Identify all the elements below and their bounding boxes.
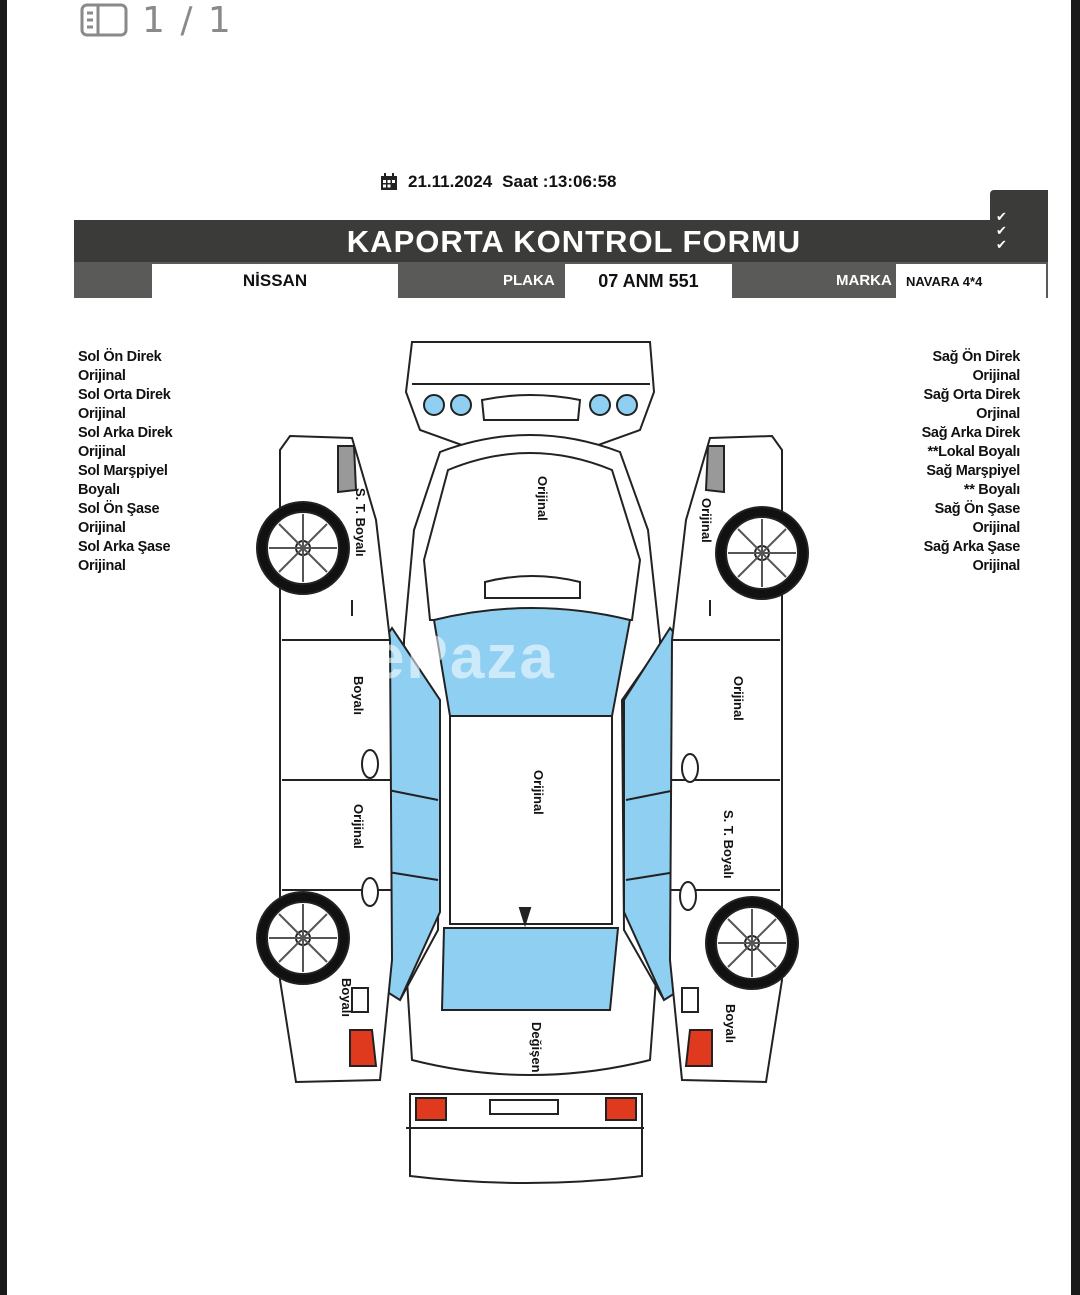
right-front-door-label: Orijinal [731, 676, 746, 721]
car-top-view [383, 434, 681, 1076]
left-side-list: Sol Ön Direk Orijinal Sol Orta Direk Ori… [78, 348, 173, 576]
viewer-toolbar: 1 / 1 [80, 0, 233, 41]
list-item: Sağ Ön Direk [932, 349, 1021, 365]
car-rear-view [406, 1093, 644, 1184]
page-counter: 1 / 1 [142, 0, 233, 41]
list-item: Sağ Ön Şase [934, 501, 1021, 517]
headlight-left [423, 394, 472, 416]
list-item: Orijinal [78, 558, 126, 574]
watermark: ePaza [370, 623, 556, 692]
right-rear-fender-label: Boyalı [723, 1004, 738, 1043]
windshield-glass [432, 607, 632, 717]
list-item: Sol Arka Şase [78, 539, 171, 555]
hood-label: Orijinal [535, 476, 550, 521]
plate-label: PLAKA [503, 272, 555, 289]
headlight-right [589, 394, 638, 416]
list-item: ** Boyalı [963, 482, 1020, 498]
right-front-fender-label: Orijinal [699, 498, 714, 543]
header-band [74, 220, 992, 268]
form-title: KAPORTA KONTROL FORMU [346, 224, 802, 259]
list-item: Orijinal [972, 558, 1020, 574]
car-body-diagram: Orijinal Orijinal Değişen S. T. Boyalı B… [256, 341, 809, 1184]
list-item: Sol Orta Direk [78, 387, 171, 403]
list-item: Sağ Arka Şase [923, 539, 1021, 555]
header-notch [990, 190, 1048, 268]
wheel-icon [705, 896, 799, 990]
list-item: Sağ Marşpiyel [926, 463, 1020, 479]
list-item: Sol Marşpiyel [78, 463, 168, 479]
viewer-left-edge [0, 0, 7, 1295]
list-item: Orijinal [972, 520, 1020, 536]
list-item: Orijinal [78, 520, 126, 536]
left-rear-door-label: Orijinal [351, 804, 366, 849]
model-value: NAVARA 4*4 [896, 264, 1046, 298]
list-item: Sağ Arka Direk [921, 425, 1021, 441]
left-front-door-label: Boyalı [351, 676, 366, 715]
plate-value: 07 ANM 551 [565, 264, 732, 298]
wheel-icon [256, 891, 350, 985]
check-icon: ✔ [996, 237, 1007, 252]
list-item: **Lokal Boyalı [927, 444, 1021, 460]
list-item: Orijinal [78, 368, 126, 384]
list-item: Sol Ön Direk [78, 349, 162, 365]
list-item: Orijinal [972, 368, 1020, 384]
sidebar-toggle-icon[interactable] [80, 3, 128, 37]
list-item: Orjinal [976, 406, 1020, 422]
viewer-right-edge [1071, 0, 1080, 1295]
rear-window-glass [440, 927, 620, 1011]
form-time: Saat :13:06:58 [502, 172, 617, 191]
list-item: Sol Arka Direk [78, 425, 173, 441]
form-datetime: 21.11.2024 Saat :13:06:58 [380, 172, 617, 192]
check-icon: ✔ [996, 223, 1007, 238]
right-rear-door-label: S. T. Boyalı [721, 810, 736, 879]
calendar-icon [381, 173, 397, 190]
brand-value: NİSSAN [152, 264, 398, 298]
car-right-side-view [668, 434, 809, 1084]
list-item: Sol Ön Şase [78, 501, 160, 517]
car-left-side-view [256, 434, 394, 1084]
list-item: Orijinal [78, 406, 126, 422]
check-icon: ✔ [996, 209, 1007, 224]
model-label: MARKA [836, 272, 892, 289]
list-item: Sağ Orta Direk [923, 387, 1020, 403]
wheel-icon [715, 506, 809, 600]
form-date: 21.11.2024 [408, 172, 493, 191]
trunk-label: Değişen [529, 1022, 544, 1073]
left-front-fender-label: S. T. Boyalı [353, 488, 368, 557]
list-item: Boyalı [78, 482, 120, 498]
list-item: Orijinal [78, 444, 126, 460]
car-front-view [404, 341, 656, 449]
right-side-list: Sağ Ön Direk Orijinal Sağ Orta Direk Orj… [921, 348, 1021, 576]
left-rear-fender-label: Boyalı [339, 978, 354, 1017]
roof-label: Orijinal [531, 770, 546, 815]
check-marks: ✔ ✔ ✔ [996, 210, 1007, 252]
wheel-icon [256, 501, 350, 595]
